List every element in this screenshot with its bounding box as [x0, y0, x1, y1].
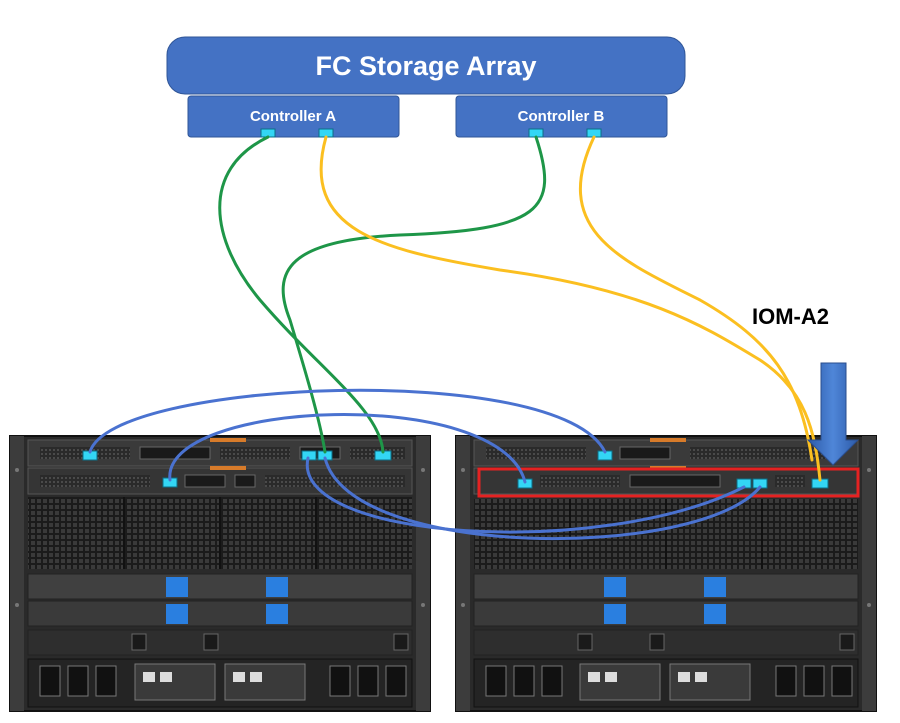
controller-a: Controller A	[187, 95, 400, 138]
cable-blue-2	[168, 413, 527, 484]
right-iom-a2	[473, 466, 859, 495]
left-iom-a2	[27, 466, 413, 495]
chassis-right	[455, 435, 877, 712]
cables	[88, 135, 822, 541]
storage-array-banner	[166, 36, 686, 95]
cable-blue-3	[305, 456, 746, 534]
storage-array: FC Storage Array Controller A Controller…	[166, 36, 686, 138]
right-iom-a1	[473, 438, 859, 467]
cable-blue-4	[323, 456, 762, 541]
left-drive-bays	[27, 573, 413, 627]
left-psu-row	[27, 658, 413, 708]
chassis-left	[9, 435, 431, 712]
iom-a2-highlight	[477, 467, 860, 498]
controller-b-label: Controller B	[518, 108, 605, 125]
storage-array-title: FC Storage Array	[315, 51, 536, 81]
controller-a-label: Controller A	[250, 108, 336, 125]
cable-green-ctrl-b	[281, 135, 547, 454]
cable-green-ctrl-a	[218, 135, 385, 454]
right-psu-row	[473, 658, 859, 708]
down-arrow-icon	[806, 362, 860, 466]
cable-yellow-ctrl-a	[319, 135, 822, 482]
right-drive-bays	[473, 573, 859, 627]
cable-yellow-ctrl-b	[579, 135, 814, 462]
controller-b: Controller B	[455, 95, 668, 138]
left-iom-a1	[27, 438, 413, 467]
cable-blue-1	[88, 388, 607, 454]
iom-a2-callout-label: IOM-A2	[752, 304, 829, 329]
